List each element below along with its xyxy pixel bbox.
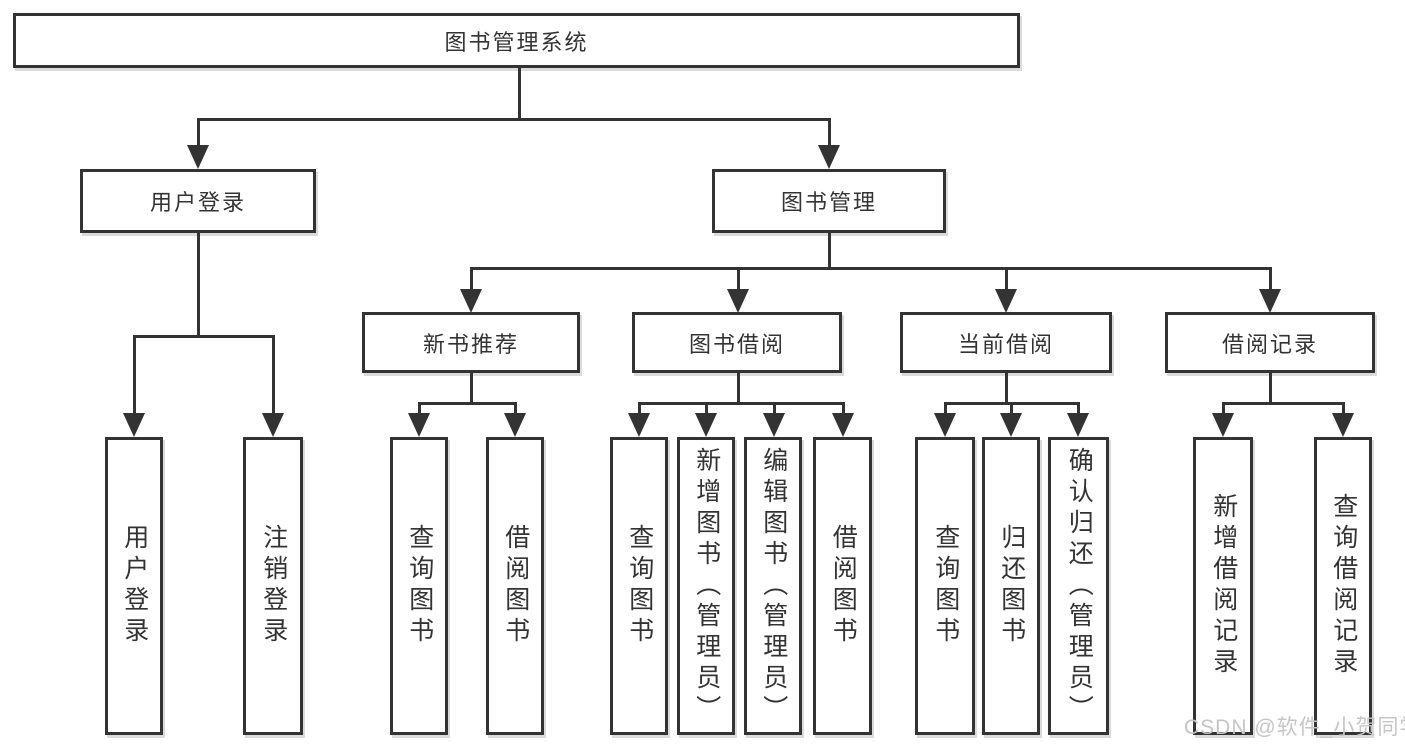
leaf-query-borrow-record-label: 查询借阅记录: [1329, 493, 1358, 679]
connector-arrowhead: [695, 413, 717, 437]
connector-arrowhead: [262, 413, 284, 437]
leaf-add-books-admin: 新增图书（管理员）: [677, 437, 735, 735]
connector-arrowhead: [818, 145, 840, 169]
connector-line: [705, 402, 708, 416]
connector-arrowhead: [408, 413, 430, 437]
connector-line: [133, 335, 136, 417]
node-new-book-recommendation-label: 新书推荐: [422, 331, 519, 357]
leaf-user-login: 用户登录: [105, 437, 163, 735]
node-library-system-label: 图书管理系统: [444, 29, 589, 55]
node-current-borrowing: 当前借阅: [900, 312, 1112, 373]
connector-line: [773, 402, 776, 416]
leaf-query-books-borrowing-label: 查询图书: [625, 524, 654, 648]
connector-line: [1269, 267, 1272, 294]
node-book-borrowing: 图书借阅: [632, 312, 842, 373]
connector-arrowhead: [995, 289, 1017, 313]
connector-arrowhead: [763, 413, 785, 437]
connector-arrowhead: [628, 413, 650, 437]
node-book-borrowing-label: 图书借阅: [688, 331, 785, 357]
connector-arrowhead: [934, 413, 956, 437]
connector-arrowhead: [504, 413, 526, 437]
node-book-management-label: 图书管理: [780, 190, 877, 215]
node-borrowing-records-label: 借阅记录: [1221, 331, 1318, 357]
leaf-query-books-recommend-label: 查询图书: [405, 524, 434, 648]
node-current-borrowing-label: 当前借阅: [957, 331, 1054, 357]
connector-line: [418, 402, 421, 416]
connector-line: [1342, 402, 1345, 416]
leaf-borrow-books-recommend-label: 借阅图书: [501, 524, 530, 648]
connector-line: [944, 402, 947, 416]
leaf-query-books-recommend: 查询图书: [390, 437, 448, 735]
connector-line: [470, 267, 1271, 270]
connector-line: [1269, 371, 1272, 405]
leaf-add-books-admin-label: 新增图书（管理员）: [692, 446, 721, 726]
node-user-login: 用户登录: [80, 169, 316, 233]
leaf-edit-books-admin: 编辑图书（管理员）: [744, 437, 802, 735]
connector-line: [470, 267, 473, 294]
connector-line: [418, 402, 517, 405]
connector-line: [470, 371, 473, 405]
connector-arrowhead: [1332, 413, 1354, 437]
connector-line: [1005, 371, 1008, 405]
leaf-borrow-books-borrowing-label: 借阅图书: [829, 524, 858, 648]
connector-line: [638, 402, 641, 416]
leaf-edit-books-admin-label: 编辑图书（管理员）: [759, 446, 788, 726]
connector-line: [197, 118, 831, 121]
connector-arrowhead: [1259, 289, 1281, 313]
node-library-system: 图书管理系统: [13, 13, 1020, 68]
connector-line: [737, 371, 740, 405]
connector-line: [1222, 402, 1225, 416]
connector-line: [1077, 402, 1080, 416]
leaf-confirm-return-admin-label: 确认归还（管理员）: [1065, 446, 1094, 726]
leaf-logout-label: 注销登录: [259, 524, 288, 648]
connector-arrowhead: [123, 413, 145, 437]
connector-line: [197, 118, 200, 150]
node-user-login-label: 用户登录: [149, 190, 246, 215]
connector-line: [518, 66, 521, 120]
connector-arrowhead: [727, 289, 749, 313]
leaf-query-borrow-record: 查询借阅记录: [1314, 437, 1372, 735]
connector-line: [197, 231, 200, 337]
leaf-borrow-books-recommend: 借阅图书: [486, 437, 544, 735]
connector-arrowhead: [460, 289, 482, 313]
connector-arrowhead: [1067, 413, 1089, 437]
leaf-return-books: 归还图书: [982, 437, 1040, 735]
connector-arrowhead: [832, 413, 854, 437]
node-new-book-recommendation: 新书推荐: [362, 312, 580, 373]
connector-line: [514, 402, 517, 416]
leaf-query-books-borrowing: 查询图书: [610, 437, 668, 735]
leaf-logout: 注销登录: [243, 437, 303, 735]
connector-arrowhead: [1212, 413, 1234, 437]
connector-line: [737, 267, 740, 294]
leaf-query-books-current: 查询图书: [915, 437, 975, 735]
connector-arrowhead: [187, 145, 209, 169]
connector-line: [828, 118, 831, 150]
leaf-borrow-books-borrowing: 借阅图书: [813, 437, 872, 735]
leaf-add-borrow-record: 新增借阅记录: [1193, 437, 1253, 735]
connector-line: [133, 335, 275, 338]
connector-line: [1222, 402, 1345, 405]
connector-line: [638, 402, 845, 405]
connector-line: [1005, 267, 1008, 294]
leaf-user-login-label: 用户登录: [120, 524, 149, 648]
leaf-return-books-label: 归还图书: [997, 524, 1026, 648]
connector-line: [272, 335, 275, 417]
csdn-watermark: CSDN @软件_小贺同学: [1184, 716, 1405, 739]
connector-line: [842, 402, 845, 416]
connector-line: [1010, 402, 1013, 416]
node-book-management: 图书管理: [712, 169, 946, 233]
leaf-confirm-return-admin: 确认归还（管理员）: [1048, 437, 1109, 735]
node-borrowing-records: 借阅记录: [1165, 312, 1375, 373]
connector-arrowhead: [1000, 413, 1022, 437]
leaf-query-books-current-label: 查询图书: [931, 524, 960, 648]
leaf-add-borrow-record-label: 新增借阅记录: [1209, 493, 1238, 679]
connector-line: [828, 231, 831, 270]
